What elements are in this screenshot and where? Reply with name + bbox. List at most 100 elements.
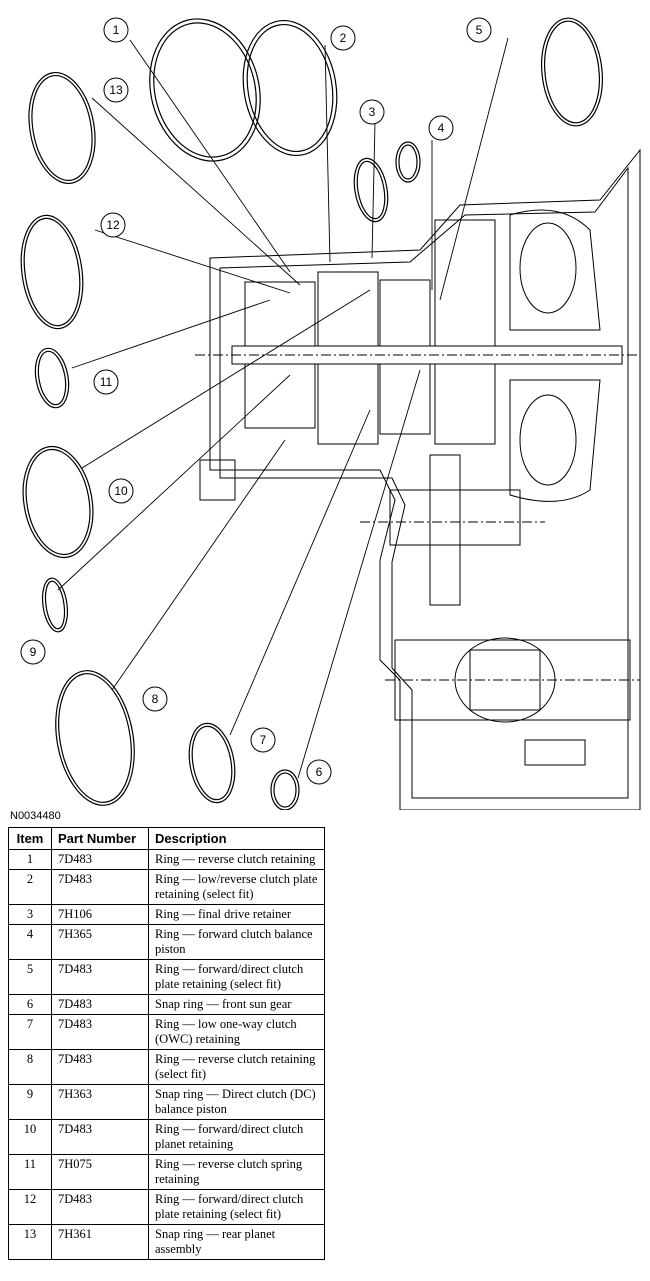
cell-desc: Ring — low/reverse clutch plate retainin… [148, 869, 325, 905]
cell-item: 13 [8, 1224, 52, 1260]
cell-part: 7D483 [51, 994, 149, 1015]
svg-text:11: 11 [100, 375, 113, 389]
ring-6-shape [270, 769, 300, 810]
callout-1: 1 [103, 17, 129, 43]
cell-part: 7D483 [51, 849, 149, 870]
cell-part: 7D483 [51, 1014, 149, 1050]
transmission-housing [195, 148, 641, 810]
svg-text:6: 6 [316, 765, 323, 779]
ring-8-shape [55, 670, 135, 806]
svg-text:4: 4 [438, 121, 445, 135]
cell-part: 7D483 [51, 959, 149, 995]
cell-desc: Ring — low one-way clutch (OWC) retainin… [148, 1014, 325, 1050]
cell-desc: Snap ring — front sun gear [148, 994, 325, 1015]
cell-item: 4 [8, 924, 52, 960]
cell-part: 7D483 [51, 869, 149, 905]
svg-text:7: 7 [260, 733, 267, 747]
ring-9-shape [41, 577, 69, 633]
cell-desc: Ring — forward/direct clutch plate retai… [148, 1189, 325, 1225]
table-header-row: Item Part Number Description [8, 827, 325, 850]
ring-10-shape [22, 445, 94, 559]
cell-item: 10 [8, 1119, 52, 1155]
cell-desc: Ring — forward/direct clutch plate retai… [148, 959, 325, 995]
callout-8: 8 [142, 686, 168, 712]
header-item: Item [8, 827, 52, 850]
callout-13: 13 [103, 77, 129, 103]
cell-item: 2 [8, 869, 52, 905]
cell-part: 7D483 [51, 1119, 149, 1155]
leader-lines [57, 37, 509, 779]
svg-text:12: 12 [106, 218, 120, 232]
svg-text:1: 1 [113, 23, 120, 37]
cell-item: 9 [8, 1084, 52, 1120]
cell-part: 7D483 [51, 1049, 149, 1085]
cell-desc: Ring — reverse clutch retaining [148, 849, 325, 870]
callout-7: 7 [250, 727, 276, 753]
svg-text:2: 2 [340, 31, 347, 45]
ring-12-shape [20, 214, 84, 330]
svg-text:13: 13 [109, 83, 123, 97]
cell-desc: Ring — final drive retainer [148, 904, 325, 925]
callout-5: 5 [466, 17, 492, 43]
cell-item: 8 [8, 1049, 52, 1085]
cell-desc: Ring — forward clutch balance piston [148, 924, 325, 960]
cell-desc: Snap ring — rear planet assembly [148, 1224, 325, 1260]
cell-part: 7H361 [51, 1224, 149, 1260]
cell-part: 7H106 [51, 904, 149, 925]
svg-text:8: 8 [152, 692, 159, 706]
svg-text:3: 3 [369, 105, 376, 119]
header-description: Description [148, 827, 325, 850]
callout-10: 10 [108, 478, 134, 504]
ring-4-shape [395, 141, 421, 183]
ring-3-shape [353, 157, 389, 223]
callout-11: 11 [93, 369, 119, 395]
callout-4: 4 [428, 115, 454, 141]
cell-item: 6 [8, 994, 52, 1015]
svg-text:5: 5 [476, 23, 483, 37]
callout-12: 12 [100, 212, 126, 238]
callout-2: 2 [330, 25, 356, 51]
ring-13-shape [28, 71, 96, 185]
callout-9: 9 [20, 639, 46, 665]
cell-part: 7D483 [51, 1189, 149, 1225]
ring-2-shape [242, 19, 338, 157]
ring-11-shape [34, 347, 70, 409]
cell-part: 7H075 [51, 1154, 149, 1190]
cell-part: 7H363 [51, 1084, 149, 1120]
cell-desc: Ring — reverse clutch spring retaining [148, 1154, 325, 1190]
cell-desc: Ring — reverse clutch retaining (select … [148, 1049, 325, 1085]
svg-text:9: 9 [30, 645, 37, 659]
cell-item: 7 [8, 1014, 52, 1050]
callout-3: 3 [359, 99, 385, 125]
cell-desc: Ring — forward/direct clutch planet reta… [148, 1119, 325, 1155]
transmission-exploded-diagram: 1 2 3 4 5 6 7 8 9 10 11 12 13 [20, 17, 641, 810]
cell-item: 11 [8, 1154, 52, 1190]
figure-id: N0034480 [10, 810, 61, 822]
svg-text:10: 10 [114, 484, 128, 498]
ring-7-shape [188, 722, 236, 804]
callout-6: 6 [306, 759, 332, 785]
cell-item: 5 [8, 959, 52, 995]
cell-item: 12 [8, 1189, 52, 1225]
cell-part: 7H365 [51, 924, 149, 960]
ring-5-shape [541, 17, 603, 127]
cell-item: 3 [8, 904, 52, 925]
header-part-number: Part Number [51, 827, 149, 850]
ring-1-shape [149, 18, 261, 162]
cell-item: 1 [8, 849, 52, 870]
cell-desc: Snap ring — Direct clutch (DC) balance p… [148, 1084, 325, 1120]
